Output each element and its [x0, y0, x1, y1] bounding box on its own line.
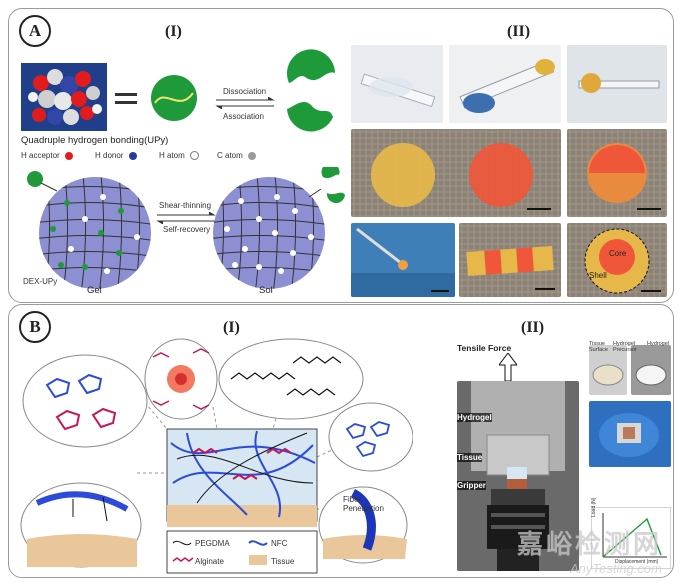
- watermark-line2: AnyTesting.com: [569, 561, 662, 576]
- legend-h-acceptor: H acceptor: [21, 151, 73, 160]
- panel-b-part1-label: (I): [223, 319, 240, 336]
- h-acceptor-dot-icon: [64, 151, 73, 160]
- tensile-force-label: Tensile Force: [457, 343, 512, 353]
- load-displacement-chart: [591, 507, 671, 569]
- upy-caption: Quadruple hydrogen bonding(UPy): [21, 135, 169, 146]
- upy-green-circle: [151, 75, 197, 121]
- syringe-photo-3: [567, 45, 667, 123]
- watermark-line1: 嘉峪检测网: [516, 529, 662, 559]
- legend-h-atom: H atom: [159, 151, 200, 161]
- legend-h-donor: H donor: [95, 151, 137, 160]
- legend-nfc: NFC: [271, 539, 288, 548]
- panel-a-part1-label: (I): [165, 23, 182, 40]
- shell-label: Shell: [589, 271, 607, 280]
- legend-h-atom-label: H atom: [159, 151, 185, 160]
- equals-sign: [115, 93, 137, 96]
- shear-thinning-label: Shear-thinning: [159, 201, 212, 210]
- core-label: Core: [609, 249, 627, 258]
- load-axis-label: Load (N): [591, 497, 597, 517]
- upy-dissociated-pieces: [287, 49, 335, 132]
- tensile-force-arrow-icon: [499, 353, 517, 381]
- displacement-axis-label: Displacement (mm): [615, 559, 659, 565]
- sample-disc-photo-1: [589, 345, 627, 395]
- tissue-surface-label: Tissue Surface: [589, 341, 608, 353]
- sample-disc-photo-2: [631, 345, 671, 395]
- equals-sign-line2: [115, 101, 137, 104]
- syringe-photo-1: [351, 45, 443, 123]
- legend-pegdma: PEGDMA: [195, 539, 230, 548]
- dissociation-label: Dissociation: [223, 87, 267, 96]
- legend-c-atom: C atom: [217, 151, 257, 160]
- site-watermark: 嘉峪检测网 AnyTesting.com: [517, 524, 662, 576]
- tensile-tester-photo: [457, 381, 579, 571]
- syringe-photo-2: [449, 45, 561, 123]
- panel-a: A (I) (II) Dissociation Association Quad…: [8, 8, 674, 303]
- self-recovery-label: Self-recovery: [163, 225, 211, 234]
- fiber-penetration-label: Fiber Penetration: [343, 495, 384, 513]
- legend-alginate: Alginate: [195, 557, 224, 566]
- hydrogel-precursor-label: Hydrogel Precursor: [613, 341, 637, 353]
- gel-disc-photo-1: [351, 129, 561, 217]
- dex-upy-label: DEX-UPy: [23, 277, 58, 286]
- upy-molecule-model: [21, 63, 107, 131]
- tissue-pointer-label: Tissue: [457, 453, 483, 462]
- association-label: Association: [223, 112, 264, 121]
- panel-b: B (I) (II): [8, 304, 674, 578]
- gel-network-sphere: [27, 171, 151, 289]
- sol-network-sphere: [213, 167, 345, 289]
- panel-b-part2-label: (II): [521, 319, 545, 336]
- core-shell-photo: [567, 223, 667, 297]
- h-atom-dot-icon: [190, 151, 200, 161]
- panel-b-label: B: [19, 311, 51, 343]
- h-donor-dot-icon: [128, 151, 137, 160]
- panel-a-part2-label: (II): [507, 23, 531, 40]
- striped-gel-photo: [459, 223, 561, 297]
- panel-a-label: A: [19, 15, 51, 47]
- sol-label: Sol: [259, 285, 273, 296]
- legend-h-donor-label: H donor: [95, 151, 124, 160]
- legend-tissue: Tissue: [271, 557, 295, 566]
- gel-label: Gel: [87, 285, 102, 296]
- gel-disc-photo-2: [567, 129, 667, 217]
- shear-arrows: [156, 212, 216, 224]
- gripper-pointer-label: Gripper: [457, 481, 486, 490]
- legend-c-atom-label: C atom: [217, 151, 243, 160]
- needle-photo: [351, 223, 455, 297]
- equilibrium-arrows: [215, 97, 275, 109]
- hydrogel-small-label: Hydrogel: [647, 341, 670, 347]
- legend-h-acceptor-label: H acceptor: [21, 151, 60, 160]
- c-atom-dot-icon: [248, 151, 257, 160]
- gloved-hand-sample-photo: [589, 401, 671, 467]
- adhesion-schematic: [20, 338, 413, 574]
- hydrogel-pointer-label: Hydrogel: [457, 413, 492, 422]
